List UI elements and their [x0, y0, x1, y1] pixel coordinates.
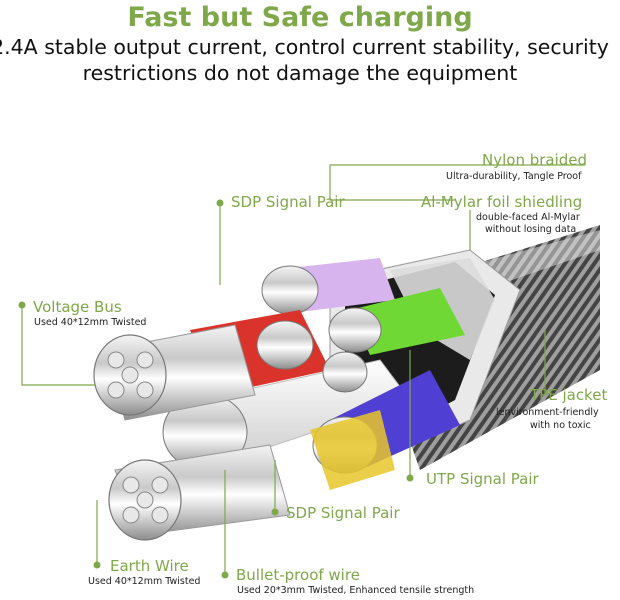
- al-mylar-label: Al-Mylar foil shiedling: [421, 193, 583, 211]
- leader-dots: [18, 199, 414, 579]
- green-signal-wire: [328, 288, 465, 355]
- tpe-jacket-desc-1: lenvironment-friendly: [496, 407, 599, 418]
- sdp-signal-pair-bottom-label: SDP Signal Pair: [286, 504, 400, 522]
- leader-voltage: [21, 305, 95, 386]
- tpe-jacket-desc-2: with no toxic: [530, 420, 591, 431]
- earth-wire-label: Earth Wire: [110, 557, 189, 575]
- bulletproof-wire-desc: Used 20*3mm Twisted, Enhanced tensile st…: [237, 585, 475, 596]
- al-mylar-desc-1: double-faced Al-Mylar: [476, 212, 580, 223]
- cable-cross-section-diagram: [18, 164, 600, 579]
- nylon-braided-label: Nylon braided: [482, 151, 588, 169]
- earth-wire-strands: [108, 444, 291, 541]
- white-bulletproof-wire: [162, 351, 411, 471]
- nylon-braided-desc: Ultra-durability, Tangle Proof: [446, 171, 582, 182]
- subtitle-line-2: restrictions do not damage the equipment: [82, 61, 518, 85]
- subtitle-line-1: 2.4A stable output current, control curr…: [0, 35, 609, 59]
- page-subtitle: 2.4A stable output current, control curr…: [0, 34, 620, 86]
- tpe-jacket-label: TPE jacket: [530, 386, 608, 404]
- leader-lines: [21, 164, 585, 575]
- earth-wire-desc: Used 40*12mm Twisted: [88, 576, 201, 587]
- voltage-bus-strands: [93, 324, 256, 421]
- leader-nylon: [329, 164, 585, 201]
- voltage-bus-desc: Used 40*12mm Twisted: [34, 317, 147, 328]
- page-title: Fast but Safe charging: [127, 2, 473, 33]
- bulletproof-wire-label: Bullet-proof wire: [236, 566, 360, 584]
- purple-signal-wire: [261, 258, 395, 315]
- utp-signal-pair-label: UTP Signal Pair: [426, 470, 539, 488]
- al-mylar-desc-2: without losing data: [485, 224, 577, 235]
- voltage-bus-label: Voltage Bus: [33, 298, 122, 316]
- yellow-signal-wire: [310, 410, 395, 490]
- sdp-signal-pair-top-label: SDP Signal Pair: [231, 193, 345, 211]
